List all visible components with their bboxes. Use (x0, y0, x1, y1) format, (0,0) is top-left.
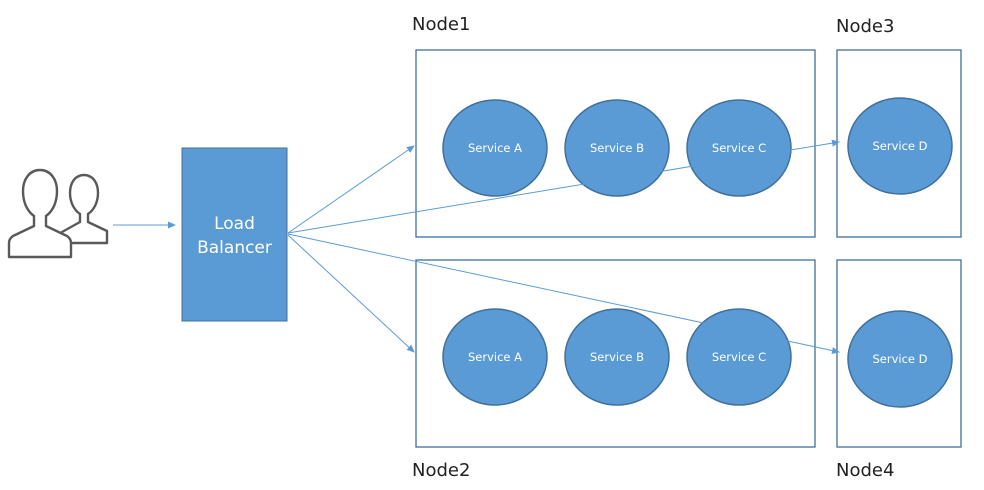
users-icon (7, 168, 109, 259)
service-label: Service B (590, 350, 644, 364)
node3-service-d: Service D (847, 97, 953, 195)
node3-label: Node3 (836, 16, 894, 37)
service-label: Service A (468, 350, 522, 364)
arrow-lb-to-node3 (287, 139, 840, 234)
load-balancer-label-line2: Balancer (197, 238, 272, 258)
service-label: Service A (468, 141, 522, 155)
service-label: Service D (872, 352, 927, 366)
node4-label: Node4 (836, 460, 894, 481)
node1-service-b: Service B (564, 99, 670, 197)
load-balancer-label-line1: Load (214, 214, 255, 234)
node2-service-a: Service A (442, 308, 548, 406)
service-label: Service B (590, 141, 644, 155)
node2-service-c: Service C (686, 308, 792, 406)
service-label: Service C (712, 350, 766, 364)
arrow-lb-to-node4 (287, 233, 840, 354)
arrow-lb-to-node2 (287, 234, 415, 353)
node1-service-c: Service C (686, 99, 792, 197)
node2-service-b: Service B (564, 308, 670, 406)
arrow-lb-to-node1 (287, 145, 415, 234)
service-label: Service C (712, 141, 766, 155)
node4-service-d: Service D (847, 310, 953, 408)
node1-label: Node1 (412, 14, 470, 35)
load-balancer: Load Balancer (181, 147, 288, 322)
node2-label: Node2 (412, 460, 470, 481)
service-label: Service D (872, 139, 927, 153)
node1-service-a: Service A (442, 99, 548, 197)
